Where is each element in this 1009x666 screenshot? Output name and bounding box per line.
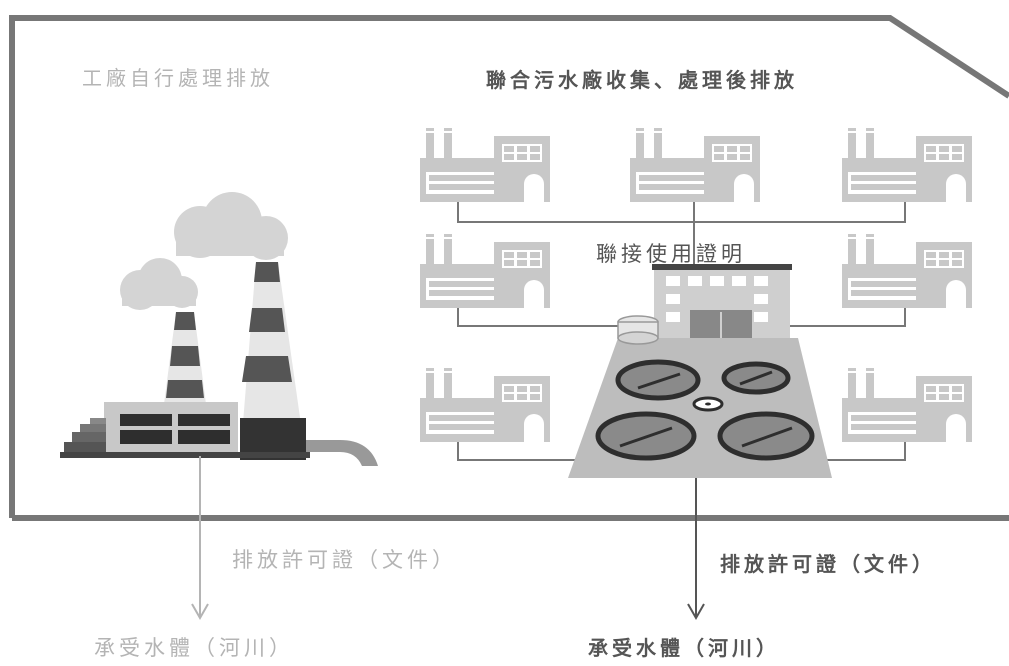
right-receiving-water-label: 承受水體（河川） bbox=[588, 636, 780, 660]
power-plant-illustration bbox=[60, 192, 378, 466]
left-discharge-arrowhead bbox=[191, 603, 209, 621]
outer-frame bbox=[9, 15, 1009, 518]
connection-lines bbox=[457, 200, 906, 461]
factory-icon bbox=[420, 234, 550, 308]
right-discharge-permit-label: 排放許可證（文件） bbox=[720, 552, 936, 576]
factory-icon bbox=[842, 368, 972, 442]
factory-icon bbox=[842, 128, 972, 202]
right-panel-title: 聯合污水廠收集、處理後排放 bbox=[486, 68, 798, 92]
right-discharge-arrowhead bbox=[687, 603, 705, 621]
factory-icon bbox=[420, 128, 550, 202]
left-panel-title: 工廠自行處理排放 bbox=[82, 66, 274, 90]
treatment-plant-illustration bbox=[568, 264, 832, 478]
factory-icon bbox=[420, 368, 550, 442]
factory-icon bbox=[630, 128, 760, 202]
factory-icon bbox=[842, 234, 972, 308]
left-discharge-permit-label: 排放許可證（文件） bbox=[232, 548, 457, 572]
connection-certificate-label: 聯接使用證明 bbox=[596, 242, 746, 266]
left-receiving-water-label: 承受水體（河川） bbox=[94, 636, 294, 660]
